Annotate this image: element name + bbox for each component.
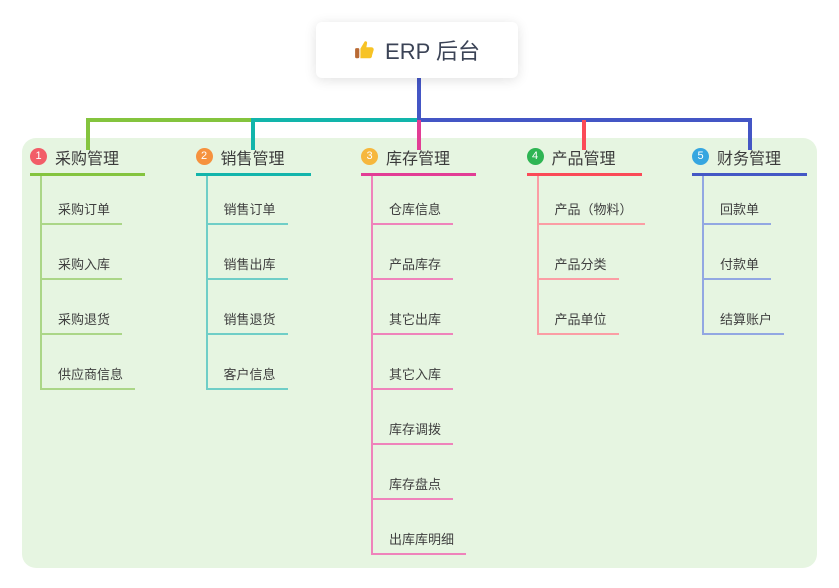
child-topic[interactable]: 仓库信息: [373, 176, 476, 225]
child-topic[interactable]: 回款单: [704, 176, 807, 225]
branch-children: 仓库信息产品库存其它出库其它入库库存调拨库存盘点出库库明细: [371, 176, 476, 555]
branch-label: 采购管理: [55, 150, 120, 168]
branch-column: 4 产品管理产品（物料） 产品分类产品单位: [526, 147, 645, 335]
child-topic[interactable]: 供应商信息: [42, 335, 145, 390]
child-topic[interactable]: 其它入库: [373, 335, 476, 390]
branch-drop-line: [251, 120, 255, 150]
branch-number-badge: 3: [361, 148, 378, 165]
branch-children: 产品（物料） 产品分类产品单位: [536, 176, 645, 335]
child-topic[interactable]: 产品（物料）: [538, 176, 645, 225]
branch-drop-line: [747, 120, 752, 150]
child-topic[interactable]: 库存盘点: [373, 445, 476, 500]
child-topic[interactable]: 产品库存: [373, 225, 476, 280]
child-topic-label: 采购入库: [42, 254, 123, 280]
child-topic[interactable]: 库存调拨: [373, 390, 476, 445]
root-connector-line: [416, 78, 421, 122]
child-topic-label: 其它入库: [373, 364, 454, 390]
branch-topic[interactable]: 5 财务管理: [692, 147, 807, 176]
branch-drop-line: [85, 120, 90, 150]
child-topic-label: 产品单位: [538, 309, 619, 335]
branch-children: 采购订单采购入库采购退货供应商信息: [40, 176, 145, 390]
branch-column: 1 采购管理采购订单采购入库采购退货供应商信息: [30, 147, 145, 390]
child-topic[interactable]: 出库库明细: [373, 500, 476, 555]
child-topic-label: 出库库明细: [373, 529, 467, 555]
branch-number-badge: 4: [526, 148, 544, 165]
child-topic-label: 仓库信息: [373, 199, 454, 225]
child-topic[interactable]: 采购订单: [42, 176, 145, 225]
child-topic[interactable]: 客户信息: [207, 335, 311, 390]
child-topic[interactable]: 产品分类: [538, 225, 645, 280]
child-topic-label: 产品（物料）: [538, 199, 645, 225]
branch-column: 2 销售管理销售订单销售出库销售退货客户信息: [195, 147, 311, 390]
branch-topic[interactable]: 4 产品管理: [526, 147, 642, 176]
branch-number-badge: 1: [30, 148, 47, 165]
child-topic-label: 结算账户: [704, 309, 785, 335]
branch-topic[interactable]: 2 销售管理: [195, 147, 311, 176]
child-topic[interactable]: 采购退货: [42, 280, 145, 335]
branch-topic[interactable]: 1 采购管理: [30, 147, 145, 176]
child-topic[interactable]: 销售退货: [207, 280, 311, 335]
thumbs-up-icon: [354, 39, 376, 61]
branch-number-badge: 5: [692, 148, 709, 165]
child-topic[interactable]: 采购入库: [42, 225, 145, 280]
child-topic[interactable]: 产品单位: [538, 280, 645, 335]
child-topic[interactable]: 其它出库: [373, 280, 476, 335]
branch-label: 产品管理: [551, 150, 616, 168]
branch-topic[interactable]: 3 库存管理: [361, 147, 476, 176]
bus-segment-teal: [251, 118, 421, 122]
child-topic[interactable]: 付款单: [704, 225, 807, 280]
child-topic-label: 销售退货: [207, 309, 288, 335]
root-label: ERP 后台: [385, 39, 480, 64]
bus-segment-green: [85, 118, 255, 122]
child-topic[interactable]: 销售订单: [207, 176, 311, 225]
branch-column: 5 财务管理回款单付款单结算账户: [692, 147, 807, 335]
child-topic-label: 回款单: [704, 199, 772, 225]
root-node[interactable]: ERP 后台: [316, 22, 518, 78]
branch-column: 3 库存管理仓库信息产品库存其它出库其它入库库存调拨库存盘点出库库明细: [361, 147, 476, 555]
branch-drop-line: [416, 120, 421, 150]
child-topic-label: 其它出库: [373, 309, 454, 335]
child-topic-label: 产品分类: [538, 254, 619, 280]
branch-children: 销售订单销售出库销售退货客户信息: [205, 176, 311, 390]
child-topic-label: 库存盘点: [373, 474, 454, 500]
branch-label: 销售管理: [220, 150, 285, 168]
child-topic-label: 产品库存: [373, 254, 454, 280]
child-topic[interactable]: 销售出库: [207, 225, 311, 280]
branch-label: 财务管理: [717, 150, 782, 168]
child-topic-label: 销售出库: [207, 254, 288, 280]
child-topic-label: 客户信息: [207, 364, 288, 390]
branch-children: 回款单付款单结算账户: [702, 176, 807, 335]
child-topic-label: 采购退货: [42, 309, 123, 335]
child-topic-label: 付款单: [704, 254, 772, 280]
branch-number-badge: 2: [195, 148, 213, 165]
branch-label: 库存管理: [386, 150, 451, 168]
branch-drop-line: [582, 120, 586, 150]
child-topic-label: 采购订单: [42, 199, 123, 225]
child-topic-label: 供应商信息: [42, 364, 136, 390]
child-topic-label: 销售订单: [207, 199, 288, 225]
child-topic-label: 库存调拨: [373, 419, 454, 445]
child-topic[interactable]: 结算账户: [704, 280, 807, 335]
branches-panel: [22, 138, 817, 568]
